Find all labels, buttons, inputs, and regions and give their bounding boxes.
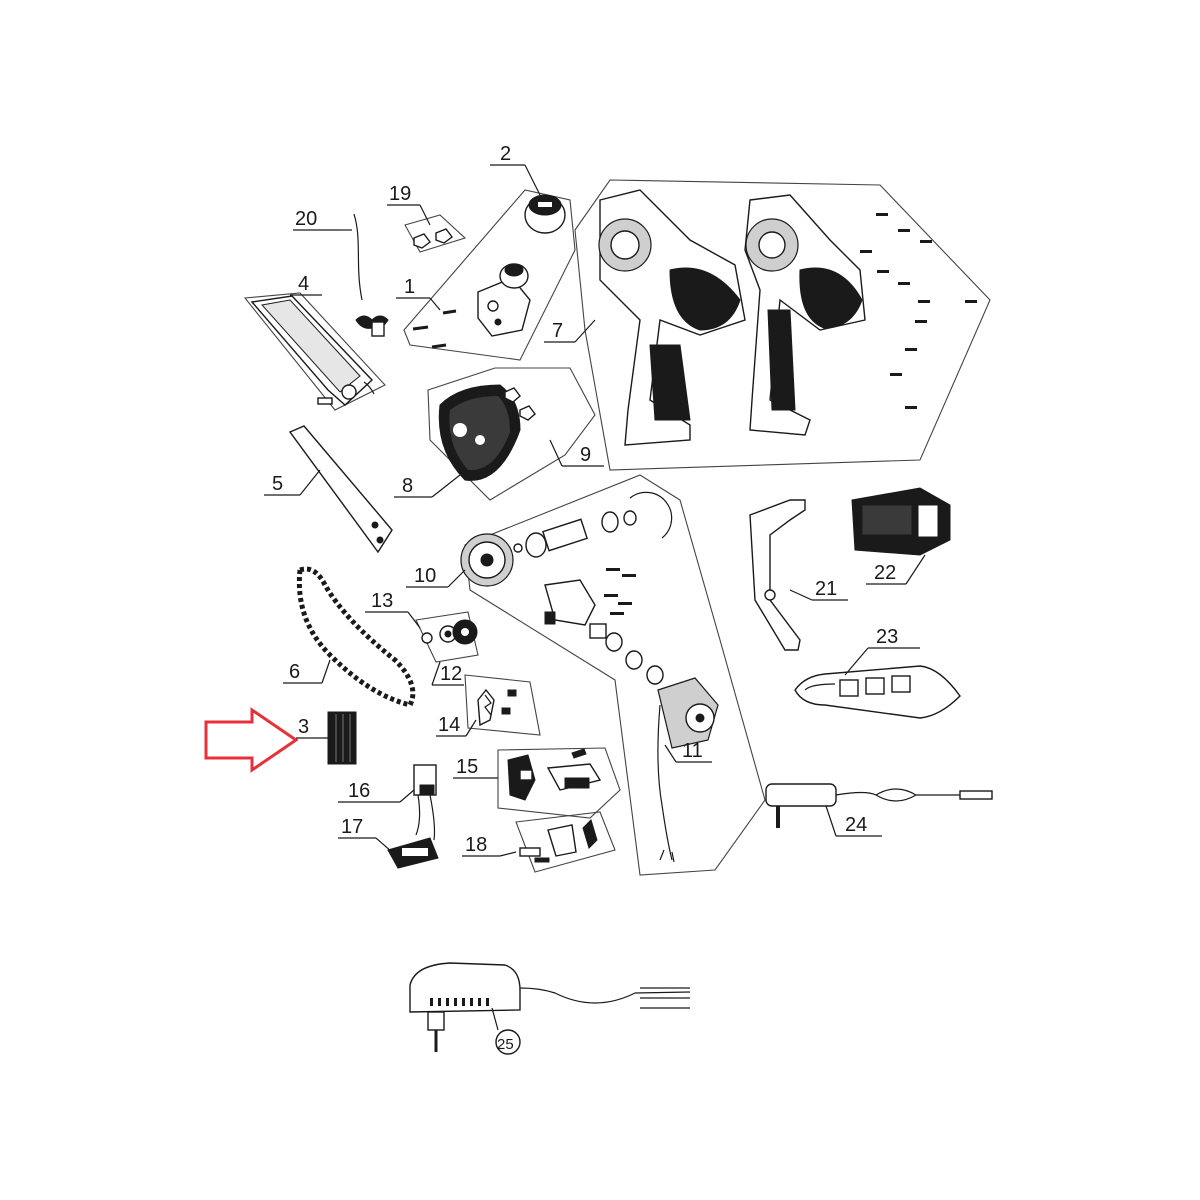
controller-board	[413, 764, 437, 841]
label-23: 23	[876, 626, 898, 648]
label-1: 1	[404, 276, 415, 298]
label-20: 20	[295, 208, 317, 230]
label-5: 5	[272, 473, 283, 495]
label-22: 22	[874, 562, 896, 584]
label-21: 21	[815, 578, 837, 600]
battery-terminal	[387, 837, 439, 869]
guide-bar	[288, 425, 393, 554]
label-25: 25	[497, 1036, 514, 1053]
battery-holder	[749, 499, 806, 651]
label-15: 15	[456, 756, 478, 778]
charger-alt	[409, 962, 691, 1055]
sprocket-cover	[438, 384, 521, 481]
label-24: 24	[845, 814, 867, 836]
label-17: 17	[341, 816, 363, 838]
label-16: 16	[348, 780, 370, 802]
nut-pair	[413, 228, 453, 249]
saw-chain	[296, 566, 416, 708]
oil-pump-assembly	[412, 263, 531, 349]
drive-gear-assembly	[460, 491, 673, 685]
motor-housing	[598, 189, 977, 446]
callouts: 2 19 20 4 1 7 9 5 8 10 13 21 22 23 6 12	[264, 143, 926, 1053]
label-10: 10	[414, 565, 436, 587]
label-8: 8	[402, 475, 413, 497]
lock-button-kit	[519, 819, 598, 863]
cover-nuts	[504, 387, 536, 421]
spike-bumper	[327, 711, 357, 765]
label-4: 4	[298, 273, 309, 295]
label-18: 18	[465, 834, 487, 856]
label-6: 6	[289, 661, 300, 683]
label-13: 13	[371, 590, 393, 612]
label-11: 11	[682, 740, 703, 762]
charger	[765, 783, 993, 828]
chain-catcher	[477, 688, 517, 727]
label-14: 14	[438, 714, 460, 736]
tension-spring-rod	[353, 213, 389, 337]
highlight-arrow	[204, 707, 299, 773]
sprocket-washer	[421, 619, 478, 645]
battery-pack	[851, 487, 951, 556]
label-12: 12	[440, 663, 462, 685]
label-7: 7	[552, 320, 563, 342]
label-19: 19	[389, 183, 411, 205]
oil-cap	[524, 194, 566, 234]
bar-sheath	[794, 665, 961, 719]
bar-guard	[250, 295, 375, 406]
label-3: 3	[298, 716, 309, 738]
label-9: 9	[580, 444, 591, 466]
label-2: 2	[500, 143, 511, 165]
motor	[657, 677, 719, 863]
trigger-switch	[507, 748, 602, 801]
